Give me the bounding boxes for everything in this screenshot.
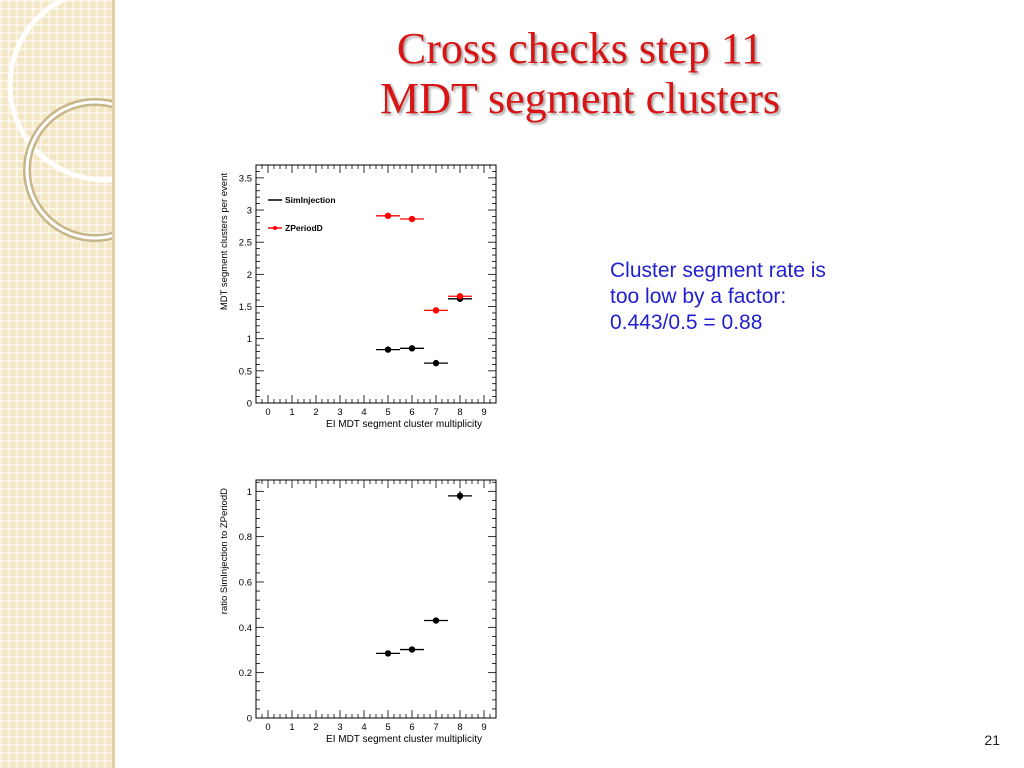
note-line3: 0.443/0.5 = 0.88 (610, 311, 763, 334)
bottom-x-tick-label: 6 (409, 722, 414, 733)
plot-bottom: 0 1 2 3 4 5 6 7 8 9 0 0.2 0.4 0.6 0.8 1 EI MDT segment c… (200, 470, 510, 745)
bottom-y-tick-label: 0 (247, 714, 252, 725)
top-x-tick-label: 9 (481, 407, 486, 418)
slide-title-line1: Cross checks step 11 (396, 24, 764, 73)
top-y-tick-label: 1.5 (239, 302, 252, 313)
top-y-axis-label: MDT segment clusters per event (219, 173, 230, 310)
top-y-tick-label: 1 (247, 334, 252, 345)
note-line1: Cluster segment rate is (610, 259, 826, 282)
bottom-y-tick-label: 0.4 (239, 623, 252, 634)
top-series1-point (408, 215, 416, 223)
bottom-y-tick-label: 0.6 (239, 578, 252, 589)
bottom-x-tick-label: 3 (337, 722, 342, 733)
bottom-series0-point (432, 617, 440, 624)
top-x-tick-label: 8 (457, 407, 462, 418)
bottom-series0-point (456, 492, 464, 500)
top-series1-point (384, 212, 392, 220)
bottom-y-tick-label: 0.2 (239, 668, 252, 679)
plot-bottom-svg: 0 1 2 3 4 5 6 7 8 9 0 0.2 0.4 0.6 0.8 1 EI MDT segment c… (219, 479, 497, 745)
top-legend-entry: ZPeriodD (285, 223, 323, 233)
note-text: Cluster segment rate is too low by a fac… (610, 258, 910, 336)
top-x-tick-label: 7 (433, 407, 438, 418)
top-series0-point (408, 345, 416, 352)
plot-top-svg: 0 1 2 3 4 5 6 7 8 9 0 0.5 1 1.5 2 2.5 3 3.5 EI MDT segment… (219, 164, 497, 430)
top-y-tick-label: 2 (247, 270, 252, 281)
note-line2: too low by a factor: (610, 285, 787, 308)
bottom-x-tick-label: 9 (481, 722, 486, 733)
bottom-series0-point (408, 646, 416, 653)
top-x-tick-label: 6 (409, 407, 414, 418)
sidebar-ring-middle (23, 98, 112, 242)
sidebar-rings (7, 0, 112, 242)
top-x-axis-label: EI MDT segment cluster multiplicity (326, 419, 482, 430)
sidebar-edge (112, 0, 115, 768)
bottom-x-tick-label: 8 (457, 722, 462, 733)
bottom-series0-point (384, 650, 392, 657)
top-x-tick-label: 3 (337, 407, 342, 418)
top-y-tick-label: 3.5 (239, 173, 252, 184)
bottom-x-tick-label: 0 (265, 722, 270, 733)
plot-top: 0 1 2 3 4 5 6 7 8 9 0 0.5 1 1.5 2 2.5 3 3.5 EI MDT segment… (200, 155, 510, 440)
bottom-y-axis-label: ratio SimInjection to ZPeriodD (219, 488, 230, 614)
top-series0-point (384, 346, 392, 353)
slide-title-line2: MDT segment clusters (379, 74, 781, 123)
top-x-tick-label: 0 (265, 407, 270, 418)
top-series0-point (432, 359, 440, 367)
bottom-x-tick-label: 2 (313, 722, 318, 733)
top-x-tick-label: 4 (361, 407, 366, 418)
bottom-x-tick-label: 7 (433, 722, 438, 733)
bottom-x-tick-label: 1 (289, 722, 294, 733)
top-legend-entry: SimInjection (285, 195, 336, 205)
decorative-sidebar (0, 0, 112, 768)
slide-title: Cross checks step 11 MDT segment cluster… (240, 24, 920, 124)
sidebar-ring-middle-highlight (25, 100, 112, 240)
sidebar-ring-outer (7, 0, 112, 183)
top-y-tick-label: 0 (247, 399, 252, 410)
top-x-tick-label: 5 (385, 407, 390, 418)
bottom-plot-frame (255, 479, 497, 719)
bottom-x-tick-label: 4 (361, 722, 366, 733)
top-series1-point (456, 293, 464, 300)
bottom-y-tick-label: 0.8 (239, 532, 252, 543)
top-legend-marker (273, 226, 277, 230)
top-plot-frame (255, 164, 497, 404)
top-y-tick-label: 2.5 (239, 238, 252, 249)
bottom-x-tick-label: 5 (385, 722, 390, 733)
top-y-tick-label: 0.5 (239, 366, 252, 377)
top-y-tick-label: 3 (247, 206, 252, 217)
top-x-tick-label: 2 (313, 407, 318, 418)
top-series1-point (432, 307, 440, 314)
top-x-tick-label: 1 (289, 407, 294, 418)
page-number: 21 (984, 732, 1000, 748)
bottom-y-tick-label: 1 (247, 487, 252, 498)
bottom-x-axis-label: EI MDT segment cluster multiplicity (326, 734, 482, 745)
